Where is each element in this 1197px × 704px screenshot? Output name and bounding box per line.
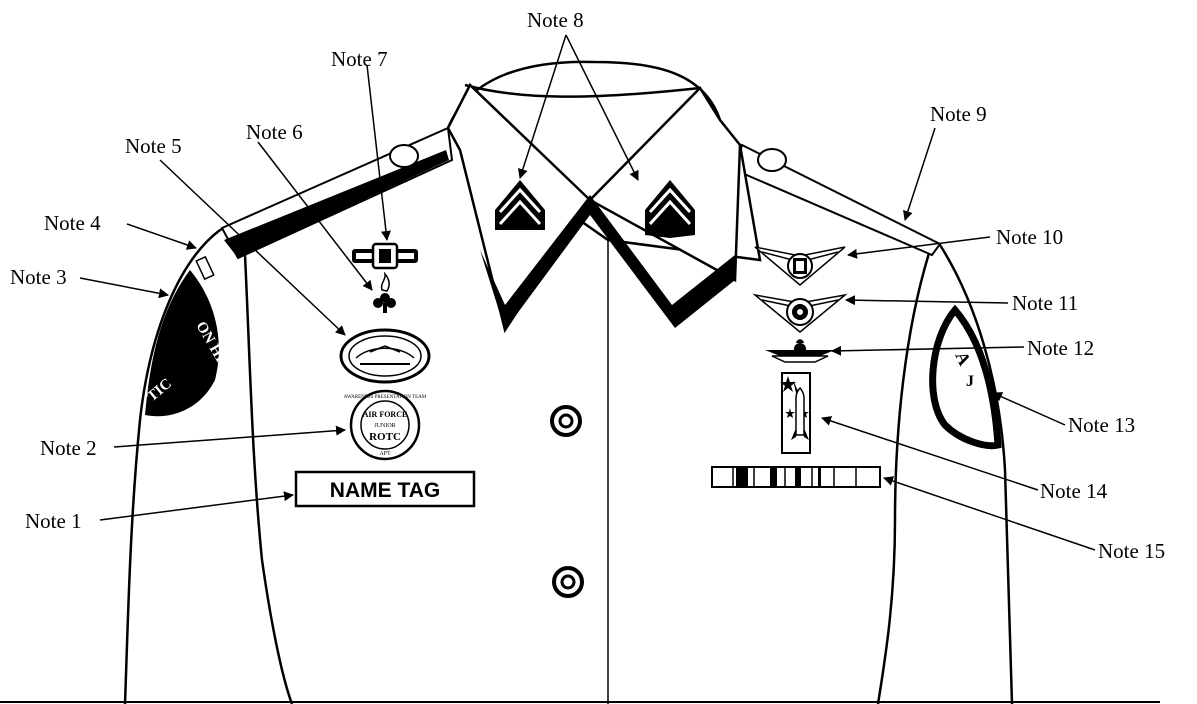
shirt-collar xyxy=(446,60,762,334)
rocket-badge xyxy=(780,372,811,454)
badge-top-arc: AWARENESS PRESENTATION TEAM xyxy=(344,395,427,400)
shirt-button-upper xyxy=(550,405,582,437)
label-note-10: Note 10 xyxy=(996,225,1063,249)
label-note-7: Note 7 xyxy=(331,47,388,71)
arrow-note-14 xyxy=(821,416,1039,491)
arrow-note-15 xyxy=(883,476,1096,551)
badge-line-2: JUNIOR xyxy=(374,423,395,429)
label-note-11: Note 11 xyxy=(1012,291,1078,315)
right-sleeve-patch: A J xyxy=(929,304,1002,450)
label-note-5: Note 5 xyxy=(125,134,182,158)
left-sleeve-patch: ON HIGH TIC xyxy=(144,255,240,417)
torch-pin xyxy=(373,271,396,313)
left-shoulder-tab xyxy=(195,255,215,281)
wings-badge-2 xyxy=(752,293,848,333)
right-epaulet xyxy=(733,143,942,257)
arrow-note-9 xyxy=(903,127,936,221)
arrow-note-8b xyxy=(565,34,639,181)
label-note-6: Note 6 xyxy=(246,120,303,144)
arrow-note-12 xyxy=(831,345,1025,356)
label-note-1: Note 1 xyxy=(25,509,82,533)
label-note-15: Note 15 xyxy=(1098,539,1165,563)
arrow-note-13 xyxy=(992,392,1066,426)
collar-chevron-right xyxy=(645,180,695,238)
arrow-note-3 xyxy=(79,277,169,299)
badge-line-1: AIR FORCE xyxy=(363,410,408,419)
oval-badge xyxy=(339,328,431,384)
ribbon-bar xyxy=(711,466,881,488)
arrow-note-11 xyxy=(845,295,1009,306)
label-note-3: Note 3 xyxy=(10,265,67,289)
arrow-note-10 xyxy=(847,236,991,259)
shirt-button-lower xyxy=(552,566,584,598)
label-note-9: Note 9 xyxy=(930,102,987,126)
label-note-13: Note 13 xyxy=(1068,413,1135,437)
bar-pin xyxy=(352,242,418,270)
arrow-note-6 xyxy=(257,141,373,291)
arrow-note-5 xyxy=(159,159,346,336)
wing-pin xyxy=(765,339,835,363)
note-labels: Note 1 Note 2 Note 3 Note 4 Note 5 Note … xyxy=(10,8,1165,563)
right-patch-text-2: J xyxy=(966,373,974,390)
label-note-14: Note 14 xyxy=(1040,479,1108,503)
arrow-note-8a xyxy=(517,34,567,179)
arrow-note-2 xyxy=(113,425,346,448)
badge-bottom: APT xyxy=(379,451,391,457)
collar-chevron-left xyxy=(495,180,545,230)
label-note-12: Note 12 xyxy=(1027,336,1094,360)
name-tag: NAME TAG xyxy=(294,470,476,508)
label-note-8: Note 8 xyxy=(527,8,584,32)
arrow-note-1 xyxy=(99,491,294,521)
label-note-2: Note 2 xyxy=(40,436,97,460)
callout-arrows xyxy=(79,34,1096,551)
left-epaulet xyxy=(220,126,454,260)
wings-badge-1 xyxy=(754,246,846,286)
name-tag-text: NAME TAG xyxy=(330,479,440,502)
arrow-note-7 xyxy=(366,64,391,241)
label-note-4: Note 4 xyxy=(44,211,101,235)
arrow-note-4 xyxy=(126,223,197,250)
badge-line-3: ROTC xyxy=(369,431,401,443)
rotc-badge: AWARENESS PRESENTATION TEAM AIR FORCE JU… xyxy=(344,389,427,461)
